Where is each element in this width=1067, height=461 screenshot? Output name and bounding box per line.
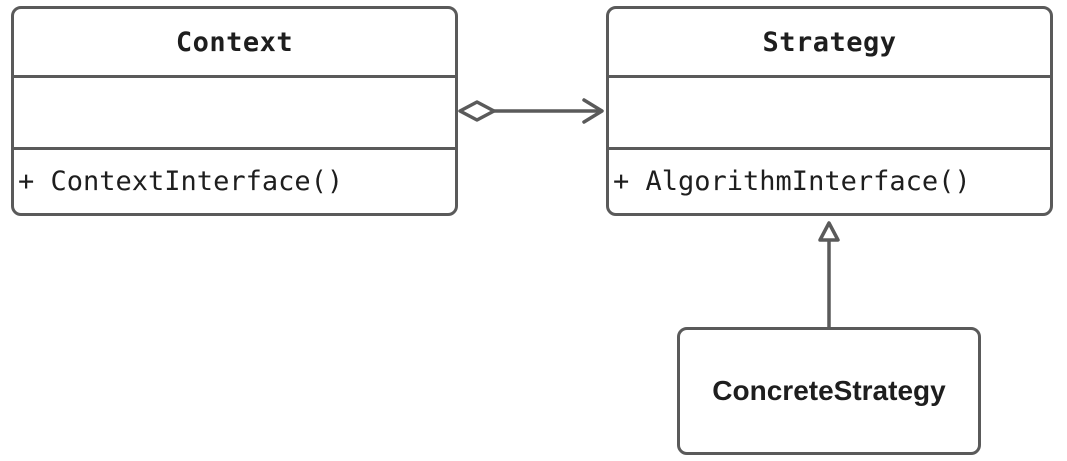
- strategy-class-name: Strategy: [762, 26, 897, 58]
- strategy-attributes-compartment: [609, 78, 1050, 150]
- concrete-strategy-class-name: ConcreteStrategy: [712, 375, 946, 406]
- generalization-triangle: [818, 221, 840, 242]
- context-class-box[interactable]: Context + ContextInterface(): [11, 6, 458, 216]
- strategy-class-box[interactable]: Strategy + AlgorithmInterface(): [606, 6, 1053, 216]
- concrete-strategy-class-box[interactable]: ConcreteStrategy: [677, 327, 981, 455]
- aggregation-arrowhead: [582, 98, 604, 124]
- aggregation-diamond: [458, 100, 496, 122]
- context-class-name: Context: [175, 26, 294, 58]
- aggregation-connector: [458, 98, 604, 124]
- context-name-compartment: Context: [14, 9, 455, 78]
- strategy-operation: + AlgorithmInterface(): [613, 166, 971, 197]
- context-attributes-compartment: [14, 78, 455, 150]
- context-operation: + ContextInterface(): [18, 166, 344, 197]
- strategy-name-compartment: Strategy: [609, 9, 1050, 78]
- strategy-operations-compartment: + AlgorithmInterface(): [609, 150, 1050, 213]
- context-operations-compartment: + ContextInterface(): [14, 150, 455, 213]
- generalization-connector: [818, 221, 840, 328]
